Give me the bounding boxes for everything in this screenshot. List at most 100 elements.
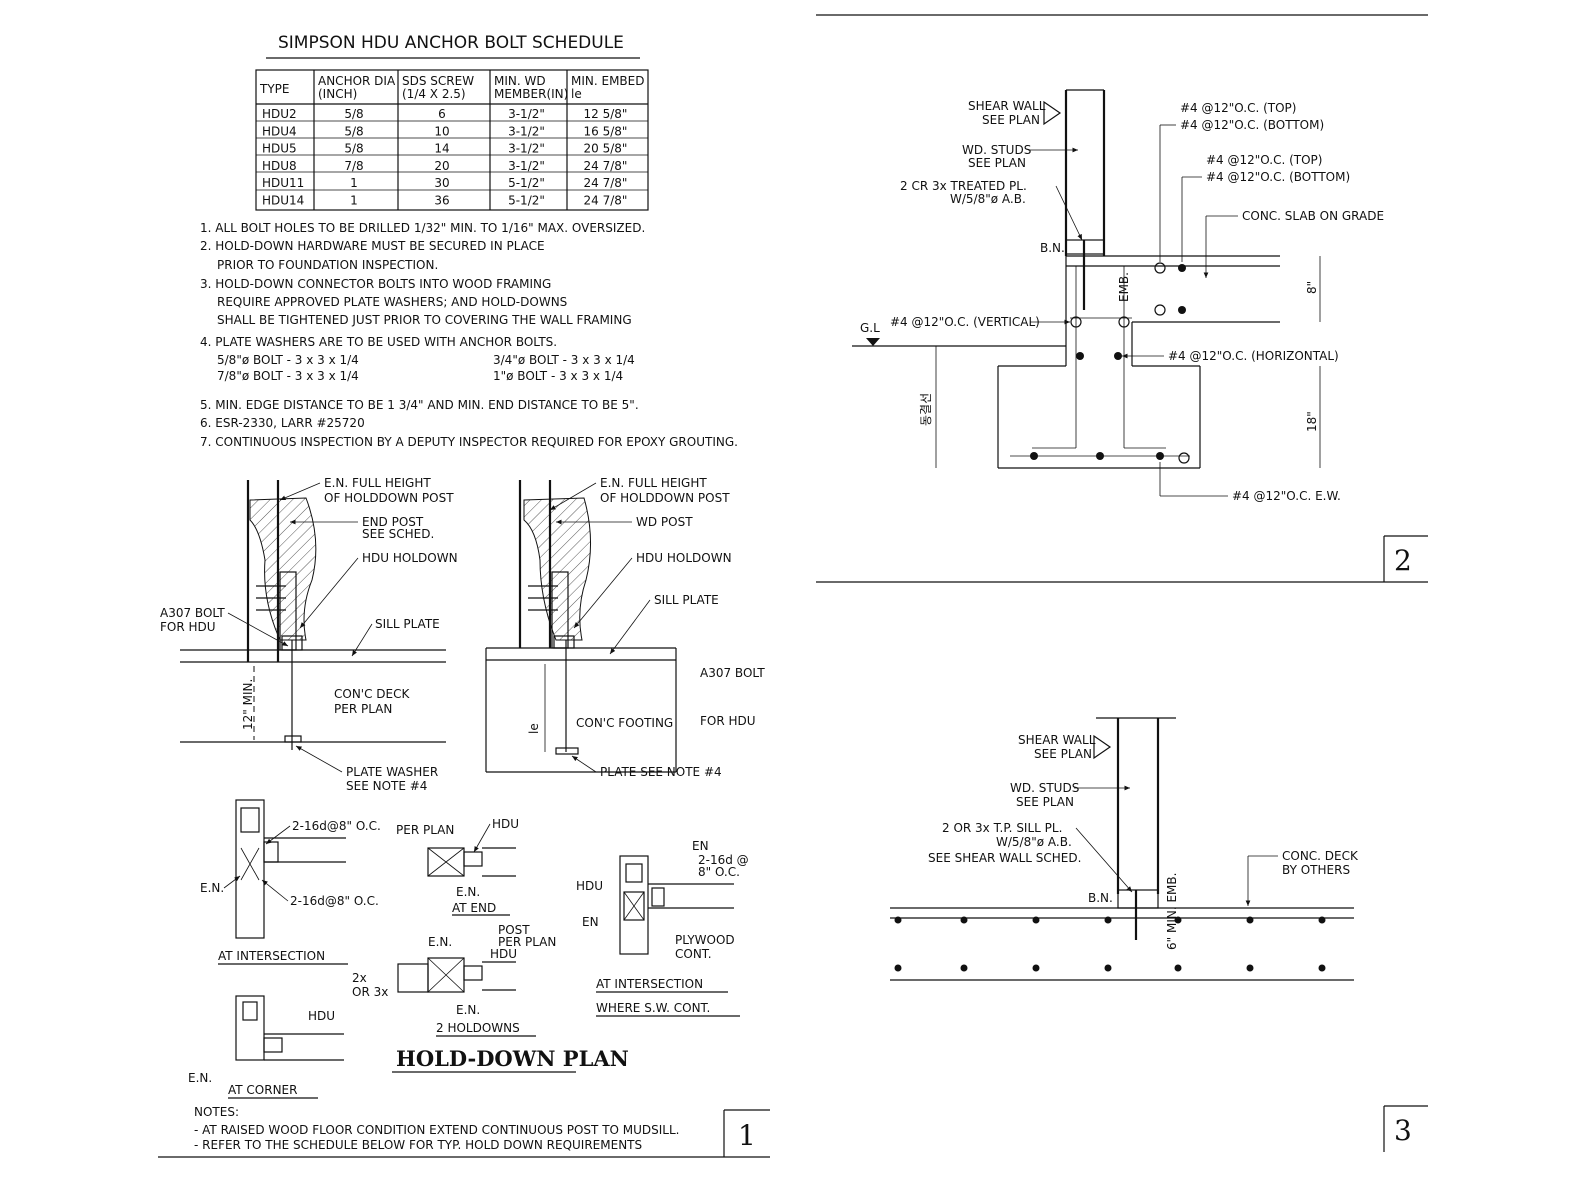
d3-studs-1: WD. STUDS: [1010, 781, 1079, 795]
sw-ply-1: PLYWOOD: [675, 933, 735, 947]
d2-studs-1: WD. STUDS: [962, 143, 1031, 157]
schedule-header-cell: MIN. WD: [494, 74, 546, 88]
hd2-label: 2 HOLDOWNS: [436, 1021, 520, 1035]
schedule-cell: 3-1/2": [508, 159, 545, 173]
general-notes: 1. ALL BOLT HOLES TO BE DRILLED 1/32" MI…: [200, 221, 738, 449]
d3-deck-1: CONC. DECK: [1282, 849, 1359, 863]
holdown-detail-footing: le E.N. FULL HEIGHT OF HOLDDOWN POST WD …: [485, 476, 765, 779]
schedule-header-cell: MEMBER(IN): [494, 87, 568, 101]
schedule-cell: 24 7/8": [584, 159, 628, 173]
d2-shear-wall-1: SHEAR WALL: [968, 99, 1046, 113]
bottom-notes: NOTES: - AT RAISED WOOD FLOOR CONDITION …: [194, 1105, 680, 1152]
d3-emb: 6" MIN. EMB.: [1165, 873, 1179, 950]
schedule-header-cell: (INCH): [318, 87, 357, 101]
a-min: 12" MIN.: [241, 679, 255, 730]
d2-vertical: #4 @12"O.C. (VERTICAL): [890, 315, 1040, 329]
end-hdu: HDU: [492, 817, 519, 831]
rebar-dot: [894, 964, 902, 972]
schedule-cell: 14: [434, 142, 449, 156]
washer-3: 7/8"ø BOLT - 3 x 3 x 1/4: [217, 369, 359, 383]
end-en: E.N.: [456, 885, 480, 899]
hd2-en-bot: E.N.: [456, 1003, 480, 1017]
rebar-dot: [1246, 916, 1254, 924]
rebar-dot: [1318, 916, 1326, 924]
schedule-title: SIMPSON HDU ANCHOR BOLT SCHEDULE: [278, 33, 624, 53]
schedule-cell: 20 5/8": [584, 142, 628, 156]
schedule-cell: 3-1/2": [508, 124, 545, 138]
holdown-plan-title: HOLD-DOWN PLAN: [396, 1046, 629, 1071]
int-en: E.N.: [200, 881, 224, 895]
schedule-cell: 12 5/8": [584, 107, 628, 121]
d2-studs-2: SEE PLAN: [968, 156, 1026, 170]
bottom-note-a: - AT RAISED WOOD FLOOR CONDITION EXTEND …: [194, 1123, 680, 1137]
a-pw-1: PLATE WASHER: [346, 765, 438, 779]
d2-horizontal: #4 @12"O.C. (HORIZONTAL): [1168, 349, 1339, 363]
b-a307: A307 BOLT: [700, 666, 765, 680]
schedule-cell: 3-1/2": [508, 107, 545, 121]
sw-en: EN: [692, 839, 709, 853]
b-sill: SILL PLATE: [654, 593, 719, 607]
int-nail-2: 2-16d@8" O.C.: [290, 894, 379, 908]
d3-shear-wall-2: SEE PLAN: [1034, 747, 1092, 761]
d3-shear-wall-1: SHEAR WALL: [1018, 733, 1096, 747]
d2-rebar-2: #4 @12"O.C. (BOTTOM): [1180, 118, 1324, 132]
note-3a: 3. HOLD-DOWN CONNECTOR BOLTS INTO WOOD F…: [200, 277, 551, 291]
detail-3-deck-section: 3 SHEAR WALL SEE PLAN WD. STUDS SEE PLAN…: [890, 717, 1428, 1152]
d2-plate-1: 2 CR 3x TREATED PL.: [900, 179, 1027, 193]
b-for-hdu: FOR HDU: [700, 714, 756, 728]
rebar-dot: [1104, 916, 1112, 924]
corner-label: AT CORNER: [228, 1083, 297, 1097]
d2-emb: EMB.: [1117, 272, 1131, 302]
b-le: le: [527, 723, 541, 734]
sw-nail-2: 8" O.C.: [698, 865, 740, 879]
b-en-1: E.N. FULL HEIGHT: [600, 476, 707, 490]
hd2-hdu: HDU: [490, 947, 517, 961]
schedule-cell: HDU4: [262, 124, 297, 138]
a-deck-1: CON'C DECK: [334, 687, 410, 701]
rebar-dot: [1174, 916, 1182, 924]
schedule-header-cell: MIN. EMBED: [571, 74, 645, 88]
schedule-cell: 5-1/2": [508, 194, 545, 208]
hd2-post-2: PER PLAN: [498, 935, 556, 949]
bottom-notes-heading: NOTES:: [194, 1105, 239, 1119]
a-end-post-2: SEE SCHED.: [362, 527, 434, 541]
d2-18in: 18": [1305, 411, 1319, 432]
schedule-cell: 10: [434, 124, 449, 138]
schedule-cell: 5-1/2": [508, 176, 545, 190]
int-nail-1: 2-16d@8" O.C.: [292, 819, 381, 833]
hd2-en-top: E.N.: [428, 935, 452, 949]
hd2-3x: OR 3x: [352, 985, 388, 999]
sw-ply-2: CONT.: [675, 947, 712, 961]
note-3b: REQUIRE APPROVED PLATE WASHERS; AND HOLD…: [217, 295, 567, 309]
a-pw-2: SEE NOTE #4: [346, 779, 427, 793]
note-2a: 2. HOLD-DOWN HARDWARE MUST BE SECURED IN…: [200, 239, 545, 253]
b-wd-post: WD POST: [636, 515, 693, 529]
schedule-header-cell: TYPE: [259, 82, 289, 96]
schedule-header-cell: le: [571, 87, 582, 101]
note-6: 6. ESR-2330, LARR #25720: [200, 416, 365, 430]
b-en-2: OF HOLDDOWN POST: [600, 491, 730, 505]
schedule-cell: HDU2: [262, 107, 297, 121]
anchor-bolt-schedule: SIMPSON HDU ANCHOR BOLT SCHEDULE TYPEANC…: [255, 33, 649, 211]
rebar-dot: [1174, 964, 1182, 972]
a-deck-2: PER PLAN: [334, 702, 392, 716]
rebar-dot: [1032, 964, 1040, 972]
holdown-detail-deck: E.N. FULL HEIGHT OF HOLDDOWN POST END PO…: [160, 476, 458, 793]
d2-gl: G.L: [860, 321, 880, 335]
schedule-cell: 1: [350, 194, 358, 208]
rebar-dot: [960, 916, 968, 924]
washer-4: 1"ø BOLT - 3 x 3 x 1/4: [493, 369, 623, 383]
a-hdu: HDU HOLDOWN: [362, 551, 458, 565]
d2-8in: 8": [1305, 281, 1319, 294]
sw-nail-1: 2-16d @: [698, 853, 749, 867]
a-en-2: OF HOLDDOWN POST: [324, 491, 454, 505]
holdown-plans: 2-16d@8" O.C. 2-16d@8" O.C. E.N. AT INTE…: [188, 799, 749, 1099]
schedule-header-cell: (1/4 X 2.5): [402, 87, 466, 101]
schedule-cell: 6: [438, 107, 446, 121]
a-a307-1: A307 BOLT: [160, 606, 225, 620]
a-sill: SILL PLATE: [375, 617, 440, 631]
schedule-cell: HDU8: [262, 159, 297, 173]
d2-frost-line: 동결선: [919, 393, 933, 426]
d3-deck-2: BY OTHERS: [1282, 863, 1350, 877]
d2-rebar-3: #4 @12"O.C. (TOP): [1206, 153, 1322, 167]
